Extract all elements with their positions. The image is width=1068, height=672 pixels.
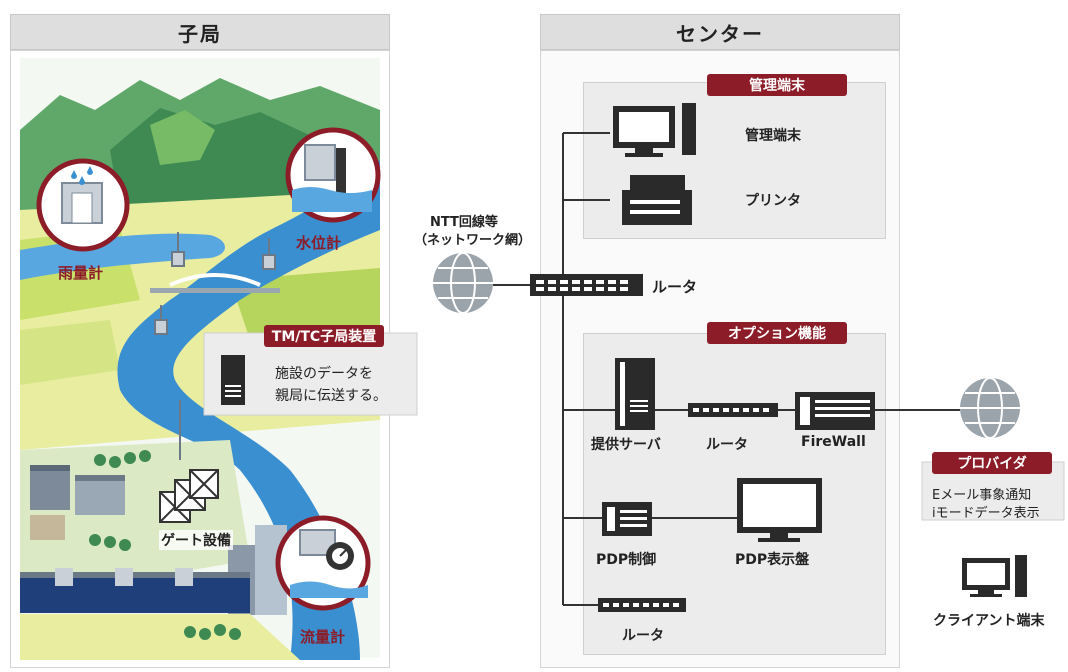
management-terminal-icon <box>613 103 696 157</box>
center-panel-header: センター <box>540 14 900 50</box>
tmtc-badge: TM/TC子局装置 <box>264 325 384 347</box>
main-router-icon <box>530 274 643 296</box>
rain-gauge-icon <box>36 158 130 252</box>
bottom-router-icon <box>598 598 686 612</box>
network-label-line1: NTT回線等 <box>430 215 498 230</box>
server-label: 提供サーバ <box>591 437 661 453</box>
mgmt-terminal-label: 管理端末 <box>745 128 801 144</box>
main-router-label: ルータ <box>652 278 698 296</box>
provider-badge: プロバイダ <box>932 452 1052 474</box>
pdp-control-label: PDP制御 <box>596 552 657 568</box>
firewall-label: FireWall <box>801 434 866 450</box>
gate-label: ゲート設備 <box>159 530 233 550</box>
provider-globe-icon <box>960 377 1020 439</box>
network-globe-icon <box>433 252 493 314</box>
flow-meter-label: 流量計 <box>300 628 346 646</box>
mgmt-group-badge: 管理端末 <box>707 74 847 96</box>
tmtc-desc-line2: 親局に伝送する。 <box>275 388 387 404</box>
rain-gauge-label: 雨量計 <box>58 264 104 282</box>
center-panel-title: センター <box>676 21 764 46</box>
option-router-label: ルータ <box>706 437 748 453</box>
connection-lines <box>493 132 960 606</box>
water-level-gauge-icon <box>285 127 381 223</box>
tmtc-server-icon <box>221 355 245 405</box>
left-panel-title: 子局 <box>178 21 222 46</box>
client-terminal-label: クライアント端末 <box>933 613 1045 629</box>
gate-equipment-icon <box>159 469 219 523</box>
bottom-router-label: ルータ <box>622 628 664 644</box>
flow-meter-icon <box>275 515 371 611</box>
tmtc-desc-line1: 施設のデータを <box>275 366 373 382</box>
option-group-badge: オプション機能 <box>707 322 847 344</box>
provide-server-icon <box>615 358 655 430</box>
printer-label: プリンタ <box>745 193 801 209</box>
provider-line1: Eメール事象通知 <box>932 488 1032 503</box>
printer-icon <box>622 175 692 225</box>
firewall-icon <box>795 392 875 430</box>
pdp-display-icon <box>737 478 822 542</box>
network-label-line2: （ネットワーク網） <box>414 233 532 248</box>
option-router-icon <box>688 403 778 417</box>
water-level-label: 水位計 <box>296 234 342 252</box>
pdp-display-label: PDP表示盤 <box>735 552 810 568</box>
pdp-control-icon <box>602 502 652 536</box>
client-terminal-icon <box>962 555 1027 597</box>
provider-line2: iモードデータ表示 <box>932 506 1040 521</box>
left-panel-header: 子局 <box>10 14 390 50</box>
